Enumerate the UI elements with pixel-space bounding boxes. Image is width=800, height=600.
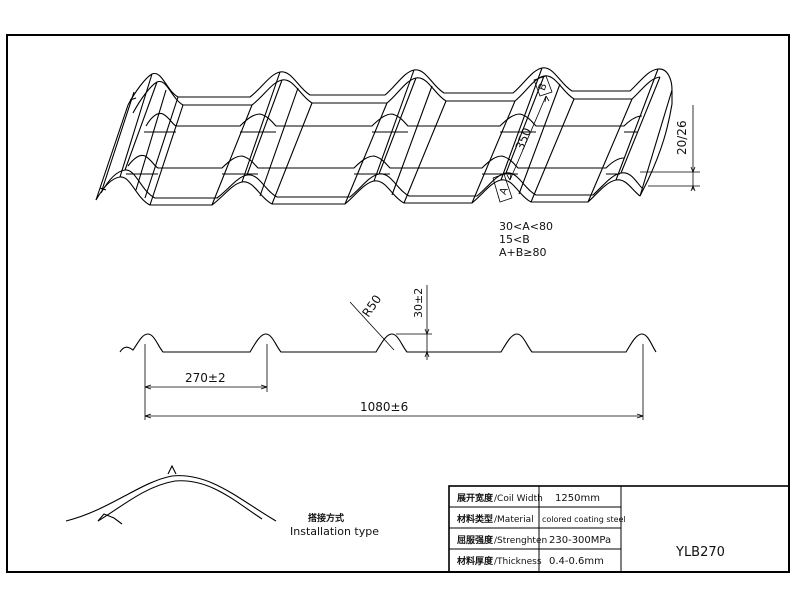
tile-step-lower	[127, 154, 625, 169]
condition-note-1: 30<A<80	[499, 220, 553, 233]
spec-row-2-value: colored coating steel	[542, 515, 626, 524]
dim-width-arrows	[144, 413, 644, 419]
spec-row-1-value: 1250mm	[555, 493, 600, 504]
tile-top-edge-inner	[132, 75, 661, 114]
spec-table-grid	[449, 486, 622, 572]
label-cover-width: 1080±6	[360, 400, 408, 414]
tile-rib-3	[373, 69, 433, 196]
spec-row-3-label-en: /Strenghten	[494, 536, 547, 546]
dim-pitch-ext	[144, 344, 268, 392]
tile-rib-4	[500, 67, 561, 195]
label-radius: R50	[359, 292, 384, 319]
condition-note-2: 15<B	[499, 233, 530, 246]
spec-row-3-label-cn: 屈服强度	[457, 534, 494, 546]
install-inner	[97, 480, 263, 522]
dim-height-ext	[396, 333, 432, 353]
spec-row-4-label-cn: 材料厚度	[456, 555, 494, 567]
tile-step-upper	[145, 112, 643, 127]
tile-rib-2	[241, 71, 299, 197]
tile-rib-5	[615, 68, 673, 197]
label-350: 350	[513, 126, 535, 152]
dim-b-box	[533, 75, 553, 97]
install-lip	[97, 513, 123, 525]
tile-isometric-view	[95, 67, 700, 206]
profile-line	[119, 333, 657, 353]
label-pitch: 270±2	[185, 371, 226, 385]
spec-row-3-value: 230-300MPa	[549, 535, 611, 546]
label-b: B	[537, 82, 550, 93]
install-crown	[167, 464, 177, 475]
tile-profile-view	[119, 285, 657, 420]
tile-valley-lines	[144, 96, 633, 206]
dim-350-line	[509, 95, 547, 181]
spec-row-1-label-cn: 展开宽度	[457, 492, 494, 504]
label-a: A	[498, 186, 511, 197]
label-profile-height: 30±2	[412, 288, 425, 318]
install-label-en: Installation type	[290, 525, 379, 538]
dim-350-arrows	[506, 95, 550, 181]
model-number: YLB270	[675, 545, 725, 560]
dim-height-arrows	[424, 328, 430, 358]
installation-view	[65, 464, 277, 525]
tile-right-end	[639, 90, 673, 197]
dim-step-arrows	[690, 166, 696, 192]
spec-row-2-label-cn: 材料类型	[456, 513, 493, 525]
spec-row-2-label-en: /Material	[494, 515, 534, 525]
tile-bottom-edge	[95, 176, 641, 206]
spec-row-4-value: 0.4-0.6mm	[549, 556, 604, 567]
dim-width-ext	[144, 344, 644, 420]
condition-note-3: A+B≥80	[499, 246, 547, 259]
label-step-height: 20/26	[675, 120, 689, 155]
spec-table	[448, 485, 790, 573]
spec-row-1-label-en: /Coil Width	[494, 494, 543, 504]
tile-rib-1	[119, 73, 167, 191]
spec-table-border	[448, 485, 790, 573]
dim-step-extension	[640, 171, 700, 187]
dim-pitch-arrows	[144, 384, 268, 390]
spec-row-4-label-en: /Thickness	[494, 557, 542, 567]
install-outer	[65, 475, 277, 522]
drawing-frame	[6, 34, 790, 573]
dim-a-box	[492, 173, 513, 203]
tile-left-lip	[95, 91, 137, 201]
install-label-cn: 搭接方式	[308, 512, 344, 524]
dim-radius-leader	[349, 301, 395, 351]
